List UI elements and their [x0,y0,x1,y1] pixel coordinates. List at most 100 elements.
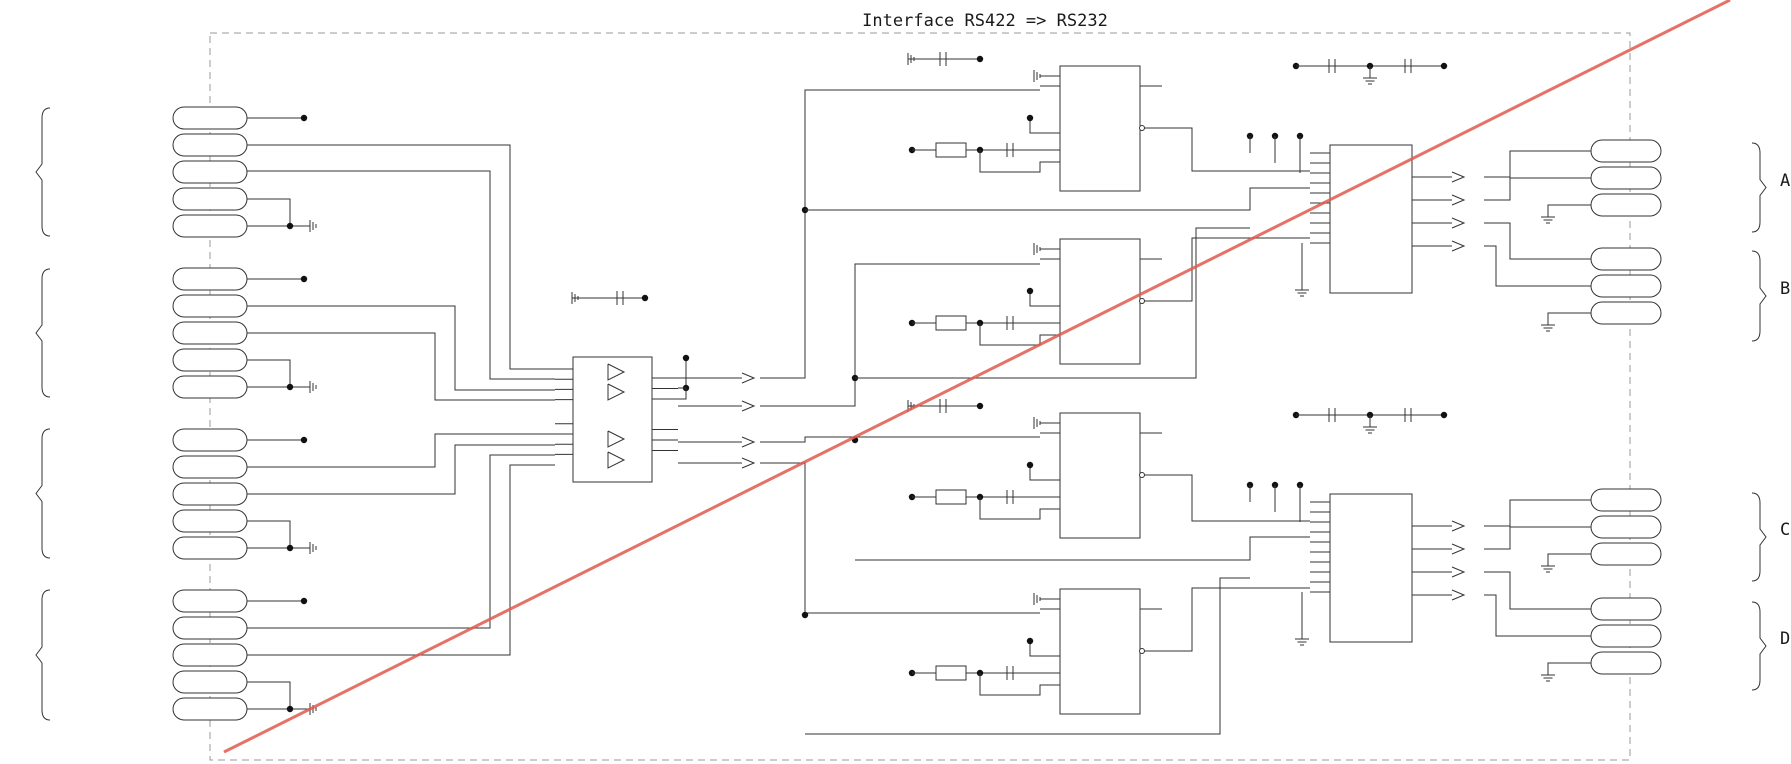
wiring [247,89,1591,735]
ground-symbol [309,381,317,393]
connector-pin-shell [172,482,248,506]
power-dot [682,354,690,362]
power-dot [300,275,308,283]
connector-pin-shell [172,375,248,399]
gnd-wire [1547,553,1591,566]
receiver-triangle [607,451,626,469]
signal-wire [247,332,555,401]
connector-pin-shell [1590,624,1662,648]
capacitor-symbol [1328,59,1336,73]
connector-pin-shell [1590,651,1662,675]
connector-pin-shell [1590,274,1662,298]
signal-wire [1484,245,1591,287]
connector-pin-shell [172,187,248,211]
group-label-right: A [1780,171,1790,191]
signal-arrow [1451,543,1466,555]
receiver-triangle [607,383,626,401]
capacitor-symbol [1328,408,1336,422]
board-outline [209,32,1631,761]
signal-arrow [741,372,756,384]
capacitor-symbol [1006,143,1014,157]
power-dot [1026,461,1034,469]
connector-pin-shell [172,267,248,291]
connector-pin-shell [172,160,248,184]
group-label-right: B [1780,279,1790,299]
connector-pin-shell [172,455,248,479]
signal-wire [1484,571,1591,610]
signal-wire [855,227,1250,379]
signal-arrow [1451,566,1466,578]
connector-pin-shell [172,643,248,667]
ground-symbol [1033,593,1041,605]
oneshot-blocks [907,52,1162,715]
connector-pin-shell [172,214,248,238]
oneshot-3 [908,588,1162,715]
receiver-triangle [607,430,626,448]
power-dot [300,597,308,605]
wire [979,150,1060,173]
junction-dot [286,222,294,230]
signal-wire [247,454,555,629]
signal-wire [247,444,555,495]
driver-0 [1246,59,1466,297]
junction-dot [286,544,294,552]
resistor-body [935,489,967,505]
signal-wire [1484,526,1591,550]
signal-arrow [1451,171,1466,183]
ground-symbol [1295,289,1309,297]
power-dot [641,294,649,302]
connector-pin-shell [172,348,248,372]
signal-wire [1162,474,1310,522]
connector-pin-shell [172,321,248,345]
ground-symbol [1033,243,1041,255]
driver-body [1329,493,1413,643]
signal-arrow [1451,589,1466,601]
ic16-receiver [555,291,690,483]
ground-symbol [571,292,579,304]
connector-pin-shell [172,294,248,318]
signal-wire [760,263,1040,407]
wire [1029,118,1040,134]
signal-wire [805,187,1310,211]
ground-symbol [309,220,317,232]
signal-wire [1484,499,1591,527]
group-brace [35,268,51,398]
signal-wire [1484,177,1591,201]
oneshot-body [1059,588,1141,715]
connector-pin-shell [172,616,248,640]
ic16-body [572,356,653,483]
group-brace [35,107,51,237]
connector-pin-shell [1590,515,1662,539]
connector-pin-shell [172,536,248,560]
resistor-body [935,142,967,158]
junction-dot [286,383,294,391]
power-dot [1440,411,1448,419]
power-dot [1026,637,1034,645]
group-brace-right [1751,492,1767,582]
wire [1029,291,1040,307]
driver-blocks [1246,59,1466,646]
inversion-bubble [1139,648,1145,654]
inversion-bubble [1139,125,1145,131]
power-dot [976,55,984,63]
power-dot [300,114,308,122]
signal-wire [1484,222,1591,260]
junction-dot [801,611,809,619]
connector-pin-shell [172,509,248,533]
capacitor-symbol [1404,408,1412,422]
gnd-wire [247,681,291,709]
signal-wire [760,89,1040,379]
signal-arrow [741,436,756,448]
signal-wire [247,144,555,370]
power-dot [1440,62,1448,70]
gnd-wire [1547,312,1591,325]
power-dot [300,436,308,444]
connector-pin-shell [1590,193,1662,217]
signal-wire [247,170,555,380]
group-brace [35,428,51,559]
connector-pin-shell [172,670,248,694]
wire [979,673,1060,696]
connector-pin-shell [1590,301,1662,325]
signal-wire [247,305,555,391]
